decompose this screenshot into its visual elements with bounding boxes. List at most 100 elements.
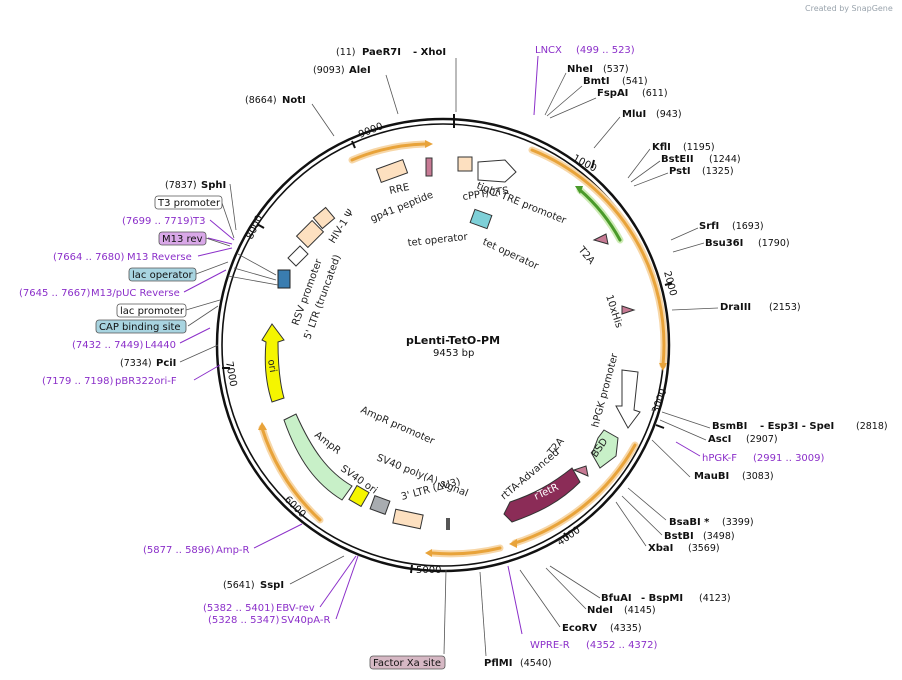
map-label: XbaI <box>648 543 673 554</box>
map-label: (1325) <box>702 166 734 177</box>
box-leaders <box>185 202 447 655</box>
map-label: gp41 peptide <box>369 190 435 225</box>
map-label: - Esp3I - SpeI <box>760 421 834 432</box>
tick-label: 5000 <box>416 565 441 576</box>
map-label: AleI <box>349 65 371 76</box>
t2a-arrow-lower <box>572 465 589 477</box>
map-label: M13 rev <box>162 234 203 245</box>
map-label: SphI <box>201 180 226 191</box>
hiv-psi-box <box>312 206 336 230</box>
map-label: (611) <box>642 88 668 99</box>
rsv-promoter-box <box>295 219 325 249</box>
primer-labels: LNCX (499 .. 523) hPGK-F (2991 .. 3009) … <box>19 45 825 651</box>
map-label: (4145) <box>624 605 656 616</box>
map-label: EBV-rev <box>276 603 315 614</box>
tick-label: 9000 <box>357 121 385 141</box>
map-label: LNCX <box>535 45 562 56</box>
map-label: BsmBI <box>712 421 747 432</box>
map-label: SrfI <box>699 221 719 232</box>
map-label: (2991 .. 3009) <box>753 453 825 464</box>
site-labels: (11) PaeR7I - XhoI (9093) AleI (8664) No… <box>120 47 888 669</box>
map-label: (7432 .. 7449) <box>72 340 144 351</box>
map-label: AscI <box>708 434 731 445</box>
tre-promoter-arrow <box>477 159 517 183</box>
ltr5-arrow <box>287 245 309 267</box>
snapgene-credit: Created by SnapGene <box>805 4 893 13</box>
bsd-arrow <box>591 429 619 469</box>
map-label: (7837) <box>165 180 197 191</box>
map-label: M13/pUC Reverse <box>91 288 180 299</box>
map-label: DraIII <box>720 302 751 313</box>
map-label: MauBI <box>694 471 729 482</box>
map-label: T2A <box>575 244 597 267</box>
his-tag <box>621 305 636 315</box>
map-label: (5877 .. 5896) <box>143 545 215 556</box>
tick-label: 4000 <box>555 525 582 549</box>
rtta-arrow <box>503 467 581 523</box>
boxed-labels: T3 promoter M13 rev lac operator lac pro… <box>95 195 446 670</box>
map-label: (7664 .. 7680) <box>53 252 125 263</box>
map-label: pBR322ori-F <box>115 376 177 387</box>
rre-box <box>375 158 409 184</box>
map-label: (4123) <box>699 593 731 604</box>
map-label: (7645 .. 7667) <box>19 288 91 299</box>
lac-elements-box <box>277 269 291 289</box>
map-label: M13 Reverse <box>127 252 192 263</box>
map-label: (1693) <box>732 221 764 232</box>
inner-features: rTetR <box>261 156 641 530</box>
tet-operator-box <box>469 208 493 230</box>
map-label: NdeI <box>587 605 613 616</box>
map-label: 10xHis <box>603 294 624 330</box>
map-label: PaeR7I <box>362 47 401 58</box>
map-label: (7179 .. 7198) <box>42 376 114 387</box>
sv40-ori-box <box>348 484 370 508</box>
map-label: Factor Xa site <box>373 658 441 669</box>
map-label: (7699 .. 7719) <box>122 216 194 227</box>
gp41-box <box>425 157 433 177</box>
map-label: SspI <box>260 580 284 591</box>
map-label: CAP binding site <box>99 322 181 333</box>
orf-arrows <box>258 140 668 558</box>
map-label: (9093) <box>313 65 345 76</box>
map-label: lac promoter <box>120 306 185 317</box>
map-label: BmtI <box>583 76 610 87</box>
plasmid-size: 9453 bp <box>433 348 474 359</box>
tick-label: 7000 <box>223 361 238 388</box>
sv40-polya-box <box>369 495 391 515</box>
tick-label: 3000 <box>650 387 669 415</box>
map-label: (3083) <box>742 471 774 482</box>
map-label: EcoRV <box>562 623 597 634</box>
map-label: hPGK promoter <box>590 351 621 428</box>
tick-marks <box>222 114 673 574</box>
map-label: (541) <box>622 76 648 87</box>
map-label: BfuAI <box>601 593 632 604</box>
map-label: BstEII <box>661 154 694 165</box>
map-label: (1195) <box>683 142 715 153</box>
map-label: (4352 .. 4372) <box>586 640 658 651</box>
map-label: FspAI <box>597 88 628 99</box>
map-label: NheI <box>567 64 593 75</box>
map-label: hPGK-F <box>702 453 737 464</box>
orf-arc-top <box>348 140 429 164</box>
map-label: HIV-1 Ψ <box>327 208 356 246</box>
map-label: PstI <box>669 166 691 177</box>
map-label: (5328 .. 5347) <box>208 615 280 626</box>
map-label: tet operator <box>481 237 541 273</box>
map-label: lac operator <box>132 270 193 281</box>
map-label: PflMI <box>484 658 512 669</box>
map-label: MluI <box>622 109 646 120</box>
map-label: (3569) <box>688 543 720 554</box>
factor-xa-mark <box>446 518 450 530</box>
ori-arrow <box>261 323 285 403</box>
map-label: BsaBI * <box>669 517 710 528</box>
map-label: BstBI <box>664 531 694 542</box>
map-label: T3 promoter <box>157 198 221 209</box>
map-label: (3399) <box>722 517 754 528</box>
backbone-outer-ring <box>215 117 671 573</box>
map-label: (537) <box>603 64 629 75</box>
map-label: (4540) <box>520 658 552 669</box>
map-label: PciI <box>156 358 176 369</box>
map-label: KflI <box>652 142 671 153</box>
cppt-box <box>457 156 473 172</box>
